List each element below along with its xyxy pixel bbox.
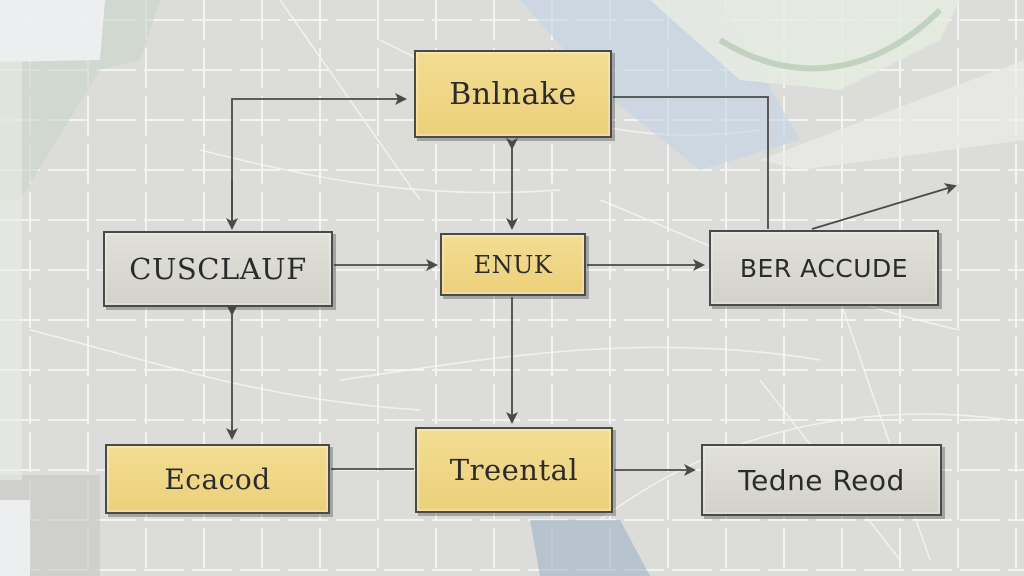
node-treental[interactable]: Treental — [415, 427, 613, 513]
node-tedne-reod[interactable]: Tedne Reod — [701, 444, 942, 516]
connector-layer — [226, 93, 957, 476]
node-label: Tedne Reod — [738, 463, 905, 497]
node-label: CUSCLAUF — [129, 252, 307, 286]
connector-bnake-to-ber — [613, 96, 769, 229]
node-enuk[interactable]: ENUK — [440, 233, 586, 296]
node-label: Treental — [449, 453, 579, 487]
connector-ber-outgoing — [811, 183, 957, 230]
node-label: Bnlnake — [449, 76, 577, 112]
node-label: Ecacod — [164, 462, 271, 496]
node-label: BER ACCUDE — [739, 253, 909, 283]
node-label: ENUK — [473, 250, 553, 279]
node-ber-accude[interactable]: BER ACCUDE — [709, 230, 939, 306]
node-ecacod[interactable]: Ecacod — [105, 444, 330, 514]
node-cusclauf[interactable]: CUSCLAUF — [103, 231, 333, 307]
node-bnake[interactable]: Bnlnake — [414, 50, 612, 138]
